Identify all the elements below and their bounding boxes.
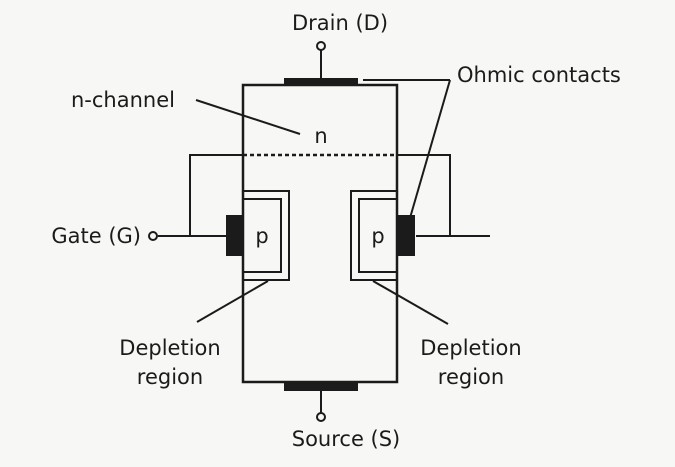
leader-n-channel — [195, 99, 301, 135]
drain-terminal — [316, 41, 326, 51]
leader-depletion-left — [196, 280, 269, 323]
source-ohmic-contact — [284, 383, 358, 391]
leader-depletion-right — [372, 280, 449, 325]
depletion-right-line2: region — [438, 365, 504, 389]
drain-label: Drain (D) — [292, 11, 388, 35]
gate-ohmic-contact-right — [397, 215, 415, 256]
gate-wire-left — [158, 154, 243, 237]
gate-wire-right — [397, 154, 451, 236]
n-channel-label: n-channel — [71, 88, 175, 112]
ohmic-contacts-label: Ohmic contacts — [457, 63, 621, 87]
drain-ohmic-contact — [284, 78, 358, 86]
p-right-label: p — [371, 224, 384, 248]
depletion-left-line1: Depletion — [119, 336, 220, 360]
source-terminal — [316, 412, 326, 422]
p-left-label: p — [255, 224, 268, 248]
gate-ohmic-contact-left — [226, 215, 243, 256]
source-label: Source (S) — [292, 427, 401, 451]
n-region-label: n — [314, 124, 327, 148]
depletion-left-line2: region — [137, 365, 203, 389]
gate-terminal — [148, 231, 158, 241]
leader-ohmic-gate — [409, 79, 451, 219]
gate-label: Gate (G) — [51, 224, 141, 248]
depletion-right-line1: Depletion — [420, 336, 521, 360]
